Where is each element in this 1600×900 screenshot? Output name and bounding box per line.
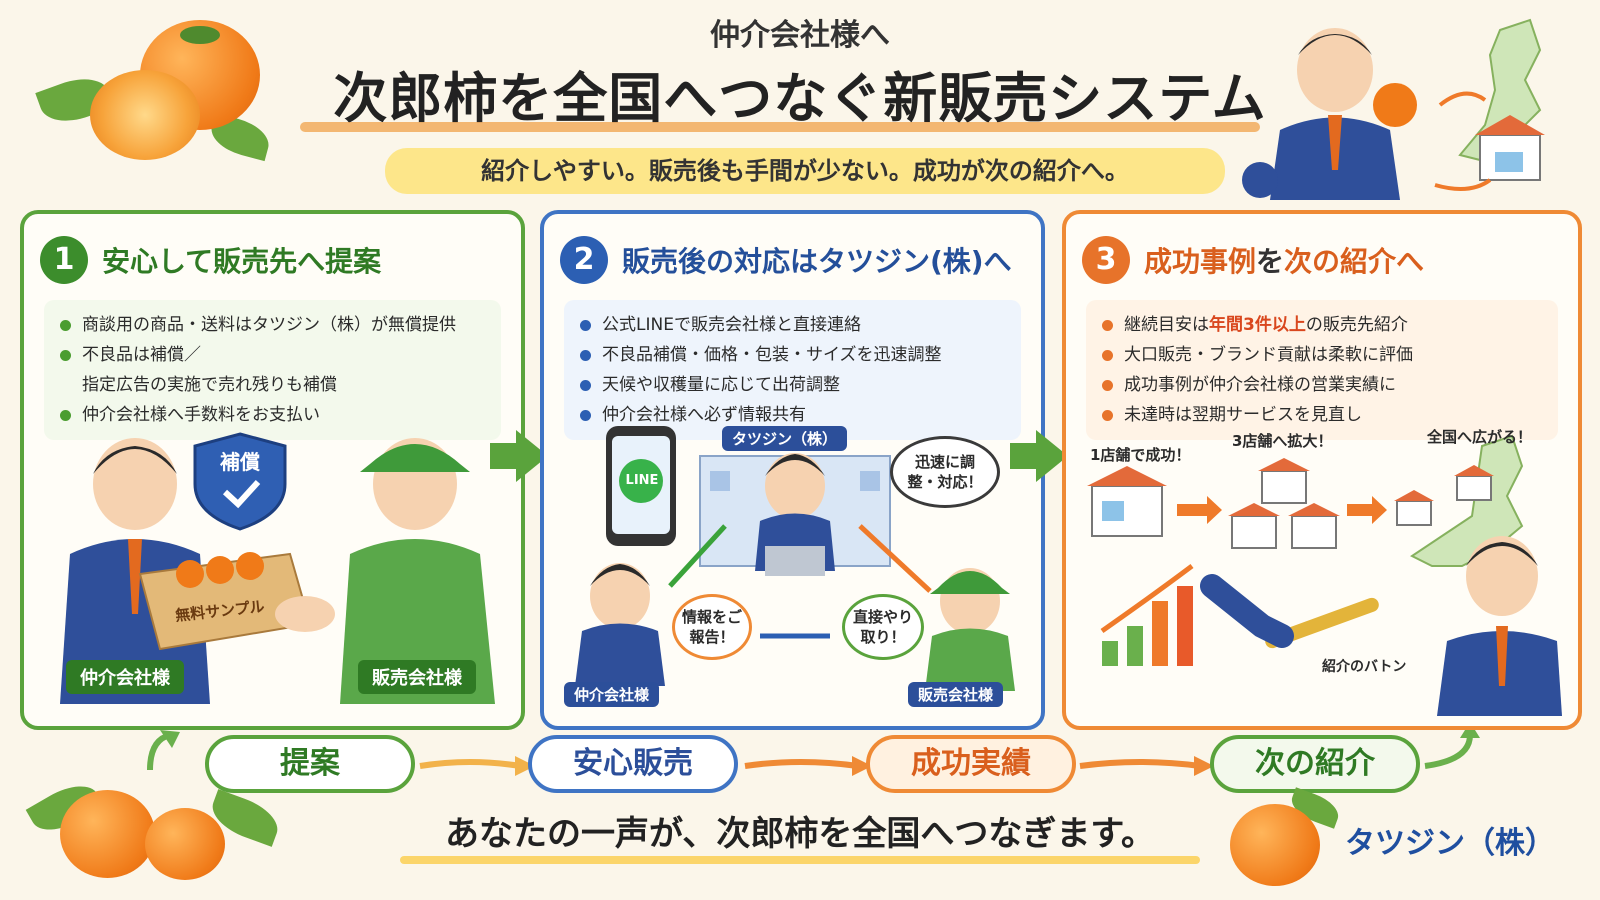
label-seller: 販売会社様 xyxy=(908,682,1004,707)
list-item: 仲介会社様へ手数料をお支払い xyxy=(58,400,487,430)
list-item: 成功事例が仲介会社様の営業実績に xyxy=(1100,370,1544,400)
flow-arrows xyxy=(147,730,1480,776)
speech-bubble-direct: 直接やり取り！ xyxy=(842,594,924,660)
closing-underline xyxy=(400,856,1200,864)
page-subtitle: 仲介会社様へ xyxy=(710,18,890,53)
tagline-banner: 紹介しやすい。販売後も手間が少ない。成功が次の紹介へ。 xyxy=(385,148,1225,194)
list-item: 継続目安は年間3件以上の販売先紹介 xyxy=(1100,310,1544,340)
list-item: 天候や収穫量に応じて出荷調整 xyxy=(578,370,1007,400)
brand-logo: タツジン（株） xyxy=(1345,826,1555,861)
panel-after-sales: 2 販売後の対応はタツジン(株)へ 公式LINEで販売会社様と直接連絡 不良品補… xyxy=(540,210,1045,730)
step-number-1: 1 xyxy=(40,236,88,284)
list-item: 大口販売・ブランド貢献は柔軟に評価 xyxy=(1100,340,1544,370)
milestone-three-stores: 3店舗へ拡大！ xyxy=(1232,432,1333,450)
persimmon-decoration-top-left xyxy=(20,10,280,162)
list-item: 仲介会社様へ必ず情報共有 xyxy=(578,400,1007,430)
page-title: 次郎柿を全国へつなぐ新販売システム xyxy=(333,67,1267,130)
panel-3-illustration: 1店舗で成功！ 3店舗へ拡大！ 全国へ広がる！ 紹介のバトン xyxy=(1082,426,1562,716)
panel-1-bullets: 商談用の商品・送料はタツジン（株）が無償提供 不良品は補償／指定広告の実施で売れ… xyxy=(44,300,501,440)
panel-2-heading: 販売後の対応はタツジン(株)へ xyxy=(622,245,1012,278)
persimmon-decoration-bottom-left xyxy=(10,770,370,890)
panel-1-heading: 安心して販売先へ提案 xyxy=(102,245,382,278)
flow-arrow-2 xyxy=(1010,430,1068,482)
milestone-nationwide: 全国へ広がる！ xyxy=(1427,428,1533,446)
flow-step-success: 成功実績 xyxy=(866,735,1076,793)
flow-step-safe-sales: 安心販売 xyxy=(528,735,738,793)
milestone-one-store: 1店舗で成功！ xyxy=(1090,446,1191,464)
panel-3-header: 3 成功事例を次の紹介へ xyxy=(1082,230,1562,290)
line-app-icon: LINE xyxy=(625,473,659,488)
flow-step-proposal: 提案 xyxy=(205,735,415,793)
panel-3-bullets: 継続目安は年間3件以上の販売先紹介 大口販売・ブランド貢献は柔軟に評価 成功事例… xyxy=(1086,300,1558,440)
label-broker: 仲介会社様 xyxy=(564,682,660,707)
list-item: 不良品補償・価格・包装・サイズを迅速調整 xyxy=(578,340,1007,370)
panel-2-bullets: 公式LINEで販売会社様と直接連絡 不良品補償・価格・包装・サイズを迅速調整 天… xyxy=(564,300,1021,440)
list-item: 公式LINEで販売会社様と直接連絡 xyxy=(578,310,1007,340)
baton-label: 紹介のバトン xyxy=(1322,659,1407,675)
list-item: 未達時は翌期サービスを見直し xyxy=(1100,400,1544,430)
panel-1-header: 1 安心して販売先へ提案 xyxy=(40,230,505,290)
label-broker: 仲介会社様 xyxy=(66,660,184,694)
list-item: 不良品は補償／指定広告の実施で売れ残りも補償 xyxy=(58,340,487,400)
company-sign: タツジン（株） xyxy=(722,426,848,451)
closing-message: あなたの一声が、次郎柿を全国へつなぎます。 xyxy=(445,814,1155,854)
shield-icon: 補償 xyxy=(220,450,260,474)
panel-2-illustration: LINE タツジン（株） 迅速に調整・対応！ 情報をご報告！ 直接やり取り！ 仲… xyxy=(560,426,1025,710)
label-seller: 販売会社様 xyxy=(358,660,476,694)
panel-2-header: 2 販売後の対応はタツジン(株)へ xyxy=(560,230,1025,290)
step-number-2: 2 xyxy=(560,236,608,284)
flow-step-next-referral: 次の紹介 xyxy=(1210,735,1420,793)
panel-3-heading: 成功事例を次の紹介へ xyxy=(1144,245,1425,278)
step-number-3: 3 xyxy=(1082,236,1130,284)
speech-bubble-fast: 迅速に調整・対応！ xyxy=(890,436,1000,508)
title-underline xyxy=(300,122,1260,132)
list-item: 商談用の商品・送料はタツジン（株）が無償提供 xyxy=(58,310,487,340)
panel-proposal: 1 安心して販売先へ提案 商談用の商品・送料はタツジン（株）が無償提供 不良品は… xyxy=(20,210,525,730)
panel-success-referral: 3 成功事例を次の紹介へ 継続目安は年間3件以上の販売先紹介 大口販売・ブランド… xyxy=(1062,210,1582,730)
persimmon-decoration-bottom-right xyxy=(1230,787,1343,890)
panel-1-illustration: 補償 無料サンプル 仲介会社様 販売会社様 xyxy=(40,424,505,710)
speech-bubble-report: 情報をご報告！ xyxy=(672,594,752,660)
businessman-japan-illustration xyxy=(1240,10,1580,200)
